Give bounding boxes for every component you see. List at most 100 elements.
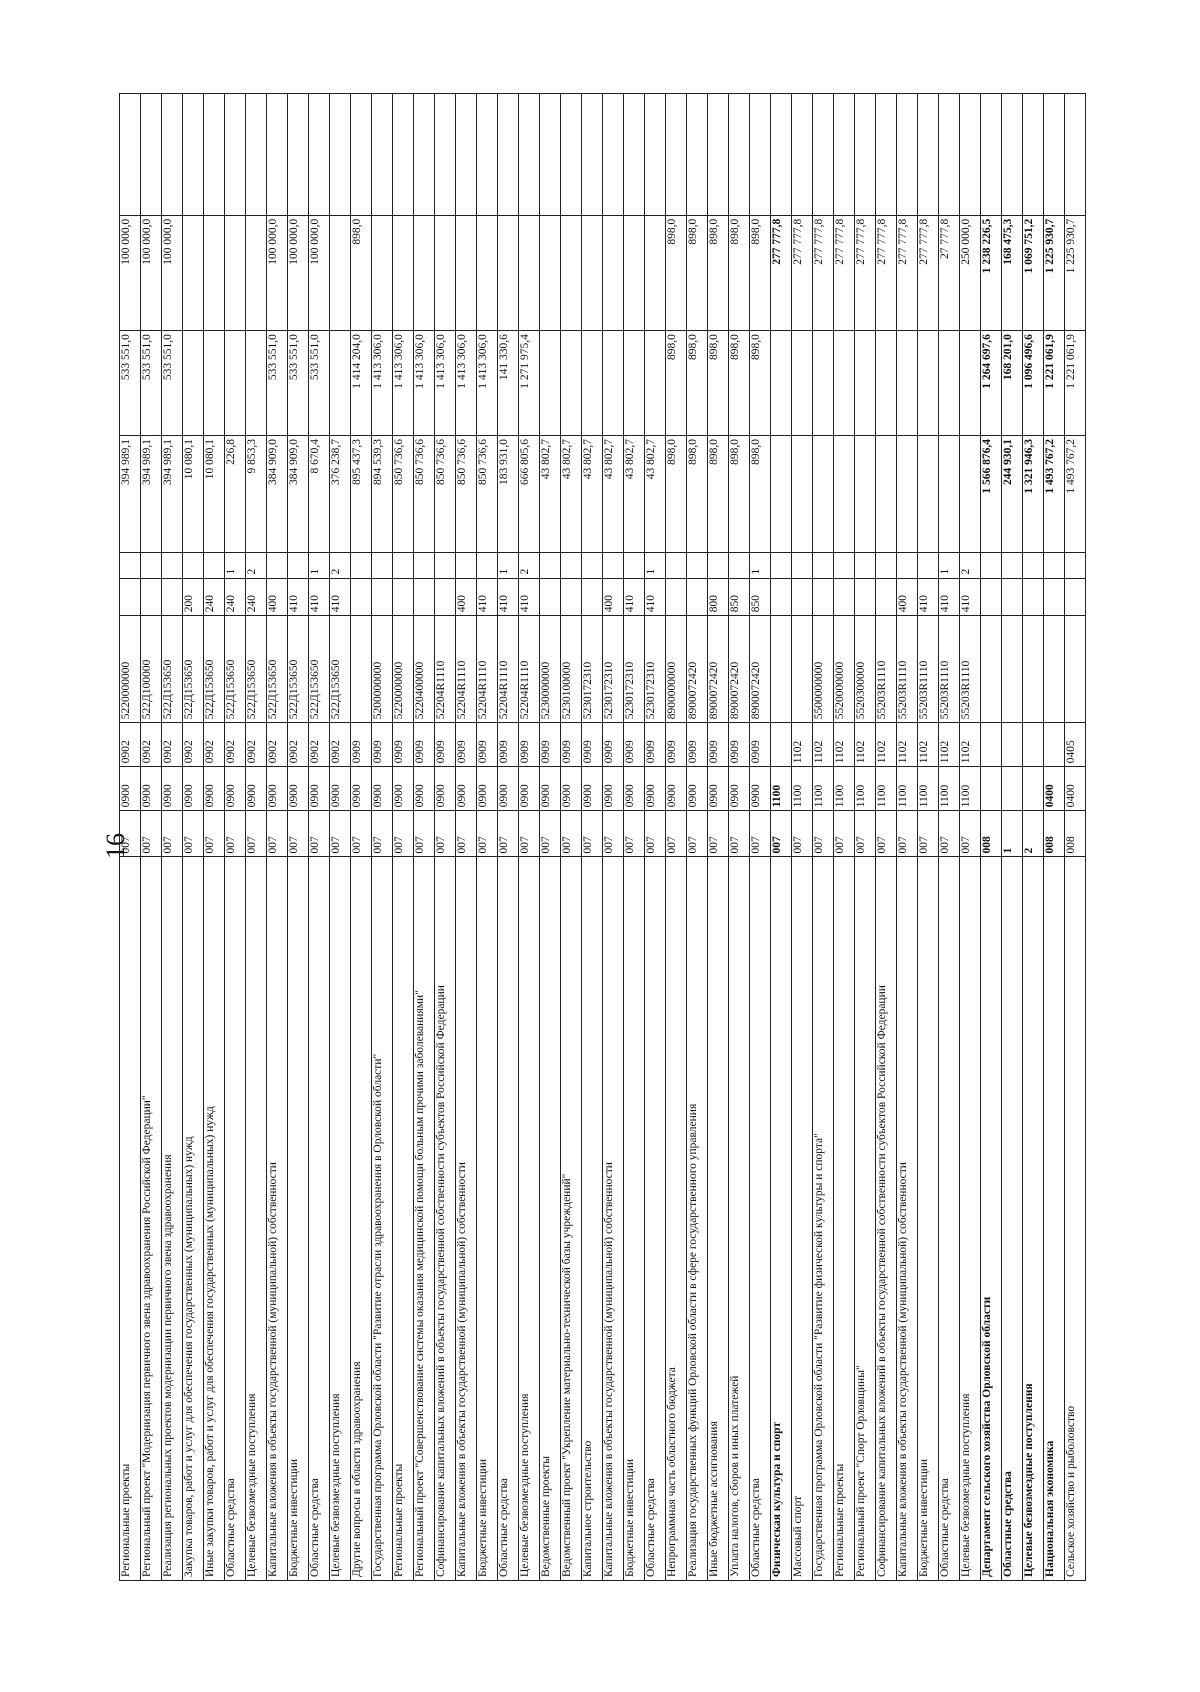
amount-year-2-cell: 533 551,0 bbox=[308, 330, 330, 436]
funding-source-code-cell bbox=[791, 552, 813, 579]
admin-code-cell: 007 bbox=[287, 810, 309, 857]
amount-extra-cell bbox=[434, 93, 456, 216]
amount-year-1-cell: 894 539,3 bbox=[371, 435, 393, 553]
amount-year-1-cell: 8 670,4 bbox=[308, 435, 330, 553]
expense-type-code-cell: 410 bbox=[497, 578, 519, 616]
funding-source-code-cell bbox=[623, 552, 645, 579]
section-code-cell: 0900 bbox=[182, 766, 204, 811]
amount-year-2-cell: 1 414 204,0 bbox=[350, 330, 372, 436]
amount-year-3-cell bbox=[413, 215, 435, 331]
admin-code-cell: 007 bbox=[203, 810, 225, 857]
subsection-code-cell: 0909 bbox=[539, 722, 561, 767]
amount-year-3-cell bbox=[581, 215, 603, 331]
subsection-code-cell: 1102 bbox=[875, 722, 897, 767]
row-name-cell: Областные средства bbox=[308, 856, 330, 1581]
amount-year-3-cell: 898,0 bbox=[350, 215, 372, 331]
amount-year-2-cell bbox=[938, 330, 960, 436]
expense-type-code-cell: 400 bbox=[266, 578, 288, 616]
row-name-cell: Целевые безвозмездные поступления bbox=[518, 856, 540, 1581]
amount-extra-cell bbox=[224, 93, 246, 216]
table-row: Капитальные вложения в объекты государст… bbox=[455, 93, 477, 1581]
funding-source-code-cell bbox=[287, 552, 309, 579]
section-code-cell: 0900 bbox=[707, 766, 729, 811]
target-article-code-cell: 55203R1110 bbox=[959, 615, 981, 723]
subsection-code-cell: 0909 bbox=[371, 722, 393, 767]
target-article-code-cell bbox=[1043, 615, 1065, 723]
amount-year-2-cell bbox=[875, 330, 897, 436]
amount-extra-cell bbox=[1001, 93, 1023, 216]
amount-year-3-cell: 898,0 bbox=[728, 215, 750, 331]
expense-type-code-cell bbox=[833, 578, 855, 616]
funding-source-code-cell bbox=[812, 552, 834, 579]
subsection-code-cell: 0909 bbox=[644, 722, 666, 767]
amount-year-3-cell: 1 069 751,2 bbox=[1022, 215, 1044, 331]
amount-year-2-cell: 1 413 306,0 bbox=[434, 330, 456, 436]
subsection-code-cell: 0909 bbox=[392, 722, 414, 767]
expense-type-code-cell bbox=[1064, 578, 1086, 616]
expense-type-code-cell bbox=[392, 578, 414, 616]
amount-extra-cell bbox=[875, 93, 897, 216]
amount-extra-cell bbox=[140, 93, 162, 216]
amount-year-2-cell: 898,0 bbox=[749, 330, 771, 436]
amount-extra-cell bbox=[392, 93, 414, 216]
amount-year-2-cell bbox=[245, 330, 267, 436]
subsection-code-cell: 1102 bbox=[938, 722, 960, 767]
section-code-cell: 0900 bbox=[518, 766, 540, 811]
subsection-code-cell: 0902 bbox=[308, 722, 330, 767]
amount-year-2-cell: 1 413 306,0 bbox=[392, 330, 414, 436]
expense-type-code-cell: 400 bbox=[602, 578, 624, 616]
amount-year-1-cell: 1 321 946,3 bbox=[1022, 435, 1044, 553]
funding-source-code-cell bbox=[539, 552, 561, 579]
row-name-cell: Областные средства bbox=[497, 856, 519, 1581]
amount-year-3-cell: 277 777,8 bbox=[917, 215, 939, 331]
admin-code-cell: 007 bbox=[476, 810, 498, 857]
table-row: Ведомственный проект "Укрепление материа… bbox=[560, 93, 582, 1581]
subsection-code-cell: 0909 bbox=[476, 722, 498, 767]
row-name-cell: Реализация государственных функций Орлов… bbox=[686, 856, 708, 1581]
amount-year-2-cell bbox=[917, 330, 939, 436]
amount-year-3-cell: 1 225 930,7 bbox=[1043, 215, 1065, 331]
target-article-code-cell: 522Д153650 bbox=[203, 615, 225, 723]
admin-code-cell: 007 bbox=[224, 810, 246, 857]
amount-year-3-cell: 27 777,8 bbox=[938, 215, 960, 331]
row-name-cell: Физическая культура и спорт bbox=[770, 856, 792, 1581]
amount-year-1-cell: 394 989,1 bbox=[161, 435, 183, 553]
row-name-cell: Капитальные вложения в объекты государст… bbox=[602, 856, 624, 1581]
expense-type-code-cell bbox=[1043, 578, 1065, 616]
funding-source-code-cell: 1 bbox=[224, 552, 246, 579]
funding-source-code-cell: 2 bbox=[329, 552, 351, 579]
subsection-code-cell: 0909 bbox=[413, 722, 435, 767]
amount-year-2-cell: 1 221 061,9 bbox=[1043, 330, 1065, 436]
target-article-code-cell: 5520300000 bbox=[854, 615, 876, 723]
subsection-code-cell: 0902 bbox=[119, 722, 141, 767]
section-code-cell: 1100 bbox=[833, 766, 855, 811]
amount-extra-cell bbox=[518, 93, 540, 216]
row-name-cell: Государственная программа Орловской обла… bbox=[371, 856, 393, 1581]
row-name-cell: Целевые безвозмездные поступления bbox=[245, 856, 267, 1581]
expense-type-code-cell bbox=[539, 578, 561, 616]
amount-year-3-cell: 277 777,8 bbox=[812, 215, 834, 331]
section-code-cell: 0900 bbox=[329, 766, 351, 811]
funding-source-code-cell bbox=[140, 552, 162, 579]
row-name-cell: Национальная экономика bbox=[1043, 856, 1065, 1581]
subsection-code-cell: 0909 bbox=[728, 722, 750, 767]
section-code-cell: 1100 bbox=[938, 766, 960, 811]
target-article-code-cell: 8900072420 bbox=[728, 615, 750, 723]
section-code-cell: 0900 bbox=[266, 766, 288, 811]
row-name-cell: Областные средства bbox=[749, 856, 771, 1581]
amount-year-3-cell bbox=[476, 215, 498, 331]
admin-code-cell: 007 bbox=[749, 810, 771, 857]
funding-source-code-cell bbox=[203, 552, 225, 579]
admin-code-cell: 007 bbox=[875, 810, 897, 857]
amount-year-1-cell: 10 080,1 bbox=[182, 435, 204, 553]
amount-year-3-cell bbox=[203, 215, 225, 331]
amount-year-3-cell bbox=[434, 215, 456, 331]
section-code-cell: 0400 bbox=[1043, 766, 1065, 811]
amount-extra-cell bbox=[266, 93, 288, 216]
target-article-code-cell: 5520000000 bbox=[833, 615, 855, 723]
